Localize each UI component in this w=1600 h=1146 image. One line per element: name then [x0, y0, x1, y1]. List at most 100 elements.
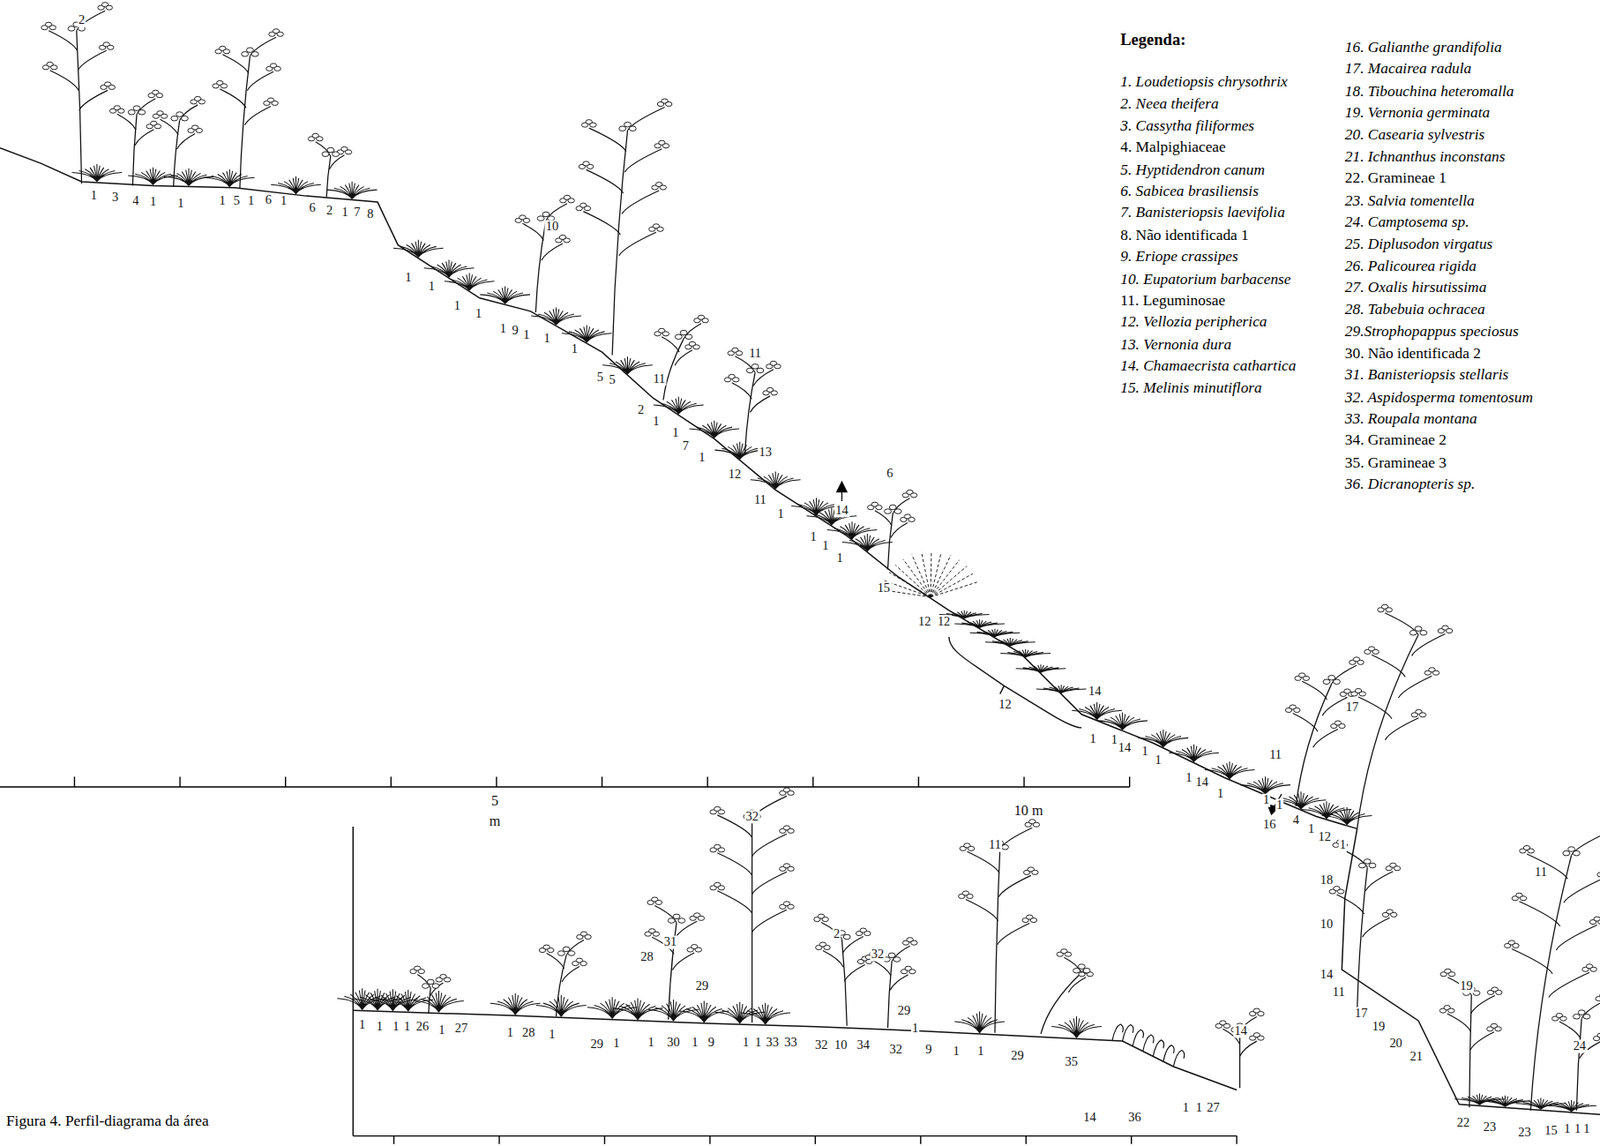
scale-tick: [814, 1136, 816, 1144]
legend-entry: 1. Loudetiopsis chrysothrix: [1120, 71, 1340, 94]
fern-frond: [1122, 1024, 1134, 1042]
callout-number: 2: [77, 14, 87, 27]
shrub-branch: [619, 231, 657, 256]
grass-tuft: [127, 167, 179, 186]
callout-number: 11: [651, 372, 666, 385]
scale-tick: [390, 776, 392, 787]
callout-number: 1: [1562, 1121, 1572, 1135]
callout-number: 4: [1291, 814, 1301, 827]
callout-number: 1: [1153, 754, 1163, 767]
shrub-branch: [732, 382, 753, 400]
legend-column: 16. Galianthe grandifolia17. Macairea ra…: [1345, 37, 1595, 496]
leaf: [967, 845, 974, 851]
callout-number: 1: [776, 508, 786, 521]
leaf: [276, 31, 284, 37]
leaf: [563, 238, 570, 243]
shrub-branch: [586, 169, 624, 194]
leaf: [583, 206, 591, 211]
leaf: [864, 931, 871, 936]
leaf: [1519, 896, 1526, 901]
grass-tuft: [688, 420, 740, 439]
legend-entry: 25. Diplusodon virgatus: [1345, 233, 1595, 256]
leaf: [680, 329, 688, 336]
legend-column: 1. Loudetiopsis chrysothrix2. Neea theif…: [1120, 71, 1340, 399]
callout-number: 5: [232, 194, 242, 208]
shrub-branch: [589, 127, 627, 152]
bracket: [949, 636, 1082, 728]
callout-number: 27: [1205, 1100, 1221, 1114]
callout-number: 15: [875, 581, 891, 594]
callout-number: 1: [570, 342, 580, 355]
leaf: [241, 52, 249, 58]
leaf: [1338, 723, 1346, 728]
callout-number: 14: [1082, 1111, 1098, 1124]
leaf: [1597, 1032, 1600, 1038]
leaf: [107, 44, 114, 50]
legend-entry: 7. Banisteriopsis laevifolia: [1120, 202, 1340, 225]
grass-tuft: [1051, 1016, 1102, 1038]
leaf: [1357, 659, 1364, 665]
leaf: [1495, 1026, 1502, 1032]
grass-tuft: [679, 1000, 730, 1022]
leaf: [624, 121, 632, 128]
leaf: [1368, 862, 1376, 868]
leaf: [568, 198, 575, 203]
grass-tuft: [413, 990, 464, 1012]
callout-number: 1: [217, 194, 227, 208]
shrub-branch: [1362, 917, 1391, 937]
leaf: [332, 151, 340, 158]
callout-number: 9: [707, 1035, 717, 1048]
leaf: [1432, 670, 1439, 675]
shrub-branch: [1511, 948, 1553, 973]
vellozia-leaf: [912, 554, 931, 598]
leaf: [1512, 942, 1519, 948]
leaf: [1031, 869, 1039, 875]
callout-number: 1: [1181, 1100, 1191, 1114]
legend-entry: 21. Ichnanthus inconstans: [1345, 145, 1595, 168]
shrub-branch: [583, 211, 621, 236]
leaf: [774, 364, 781, 369]
scale-tick: [918, 776, 920, 787]
callout-number: 24: [1571, 1039, 1587, 1053]
legend-entry: 6. Sabicea brasiliensis: [1120, 180, 1340, 203]
shrub-branch: [1471, 994, 1496, 1013]
leaf: [910, 493, 917, 498]
callout-number: 1: [453, 299, 463, 313]
scale-label: 10 m: [1013, 804, 1045, 819]
callout-number: 10: [544, 220, 560, 233]
vellozia-leaf: [903, 559, 931, 598]
leaf: [271, 100, 278, 105]
callout-number: 7: [352, 205, 362, 218]
callout-number: 3: [111, 190, 120, 203]
shrub-branch: [1398, 675, 1433, 698]
callout-number: 31: [663, 935, 679, 949]
shrub-branch: [717, 852, 752, 875]
callout-number: 1: [671, 426, 681, 439]
grass-tuft: [1036, 684, 1087, 693]
grass-tuft: [164, 168, 215, 187]
leaf: [138, 109, 146, 115]
callout-number: 32: [870, 947, 886, 960]
legend-entry: 15. Melinis minutiflora: [1120, 377, 1340, 400]
legend-entry: 2. Neea theifera: [1120, 93, 1340, 116]
leaf: [171, 115, 179, 121]
shrub-stem: [535, 220, 546, 313]
leaf: [1597, 872, 1600, 877]
callout-number: 32: [814, 1038, 830, 1051]
leaf: [251, 52, 259, 58]
leaf: [732, 377, 740, 382]
leaf: [787, 790, 794, 795]
leaf: [1419, 712, 1426, 718]
callout-number: 1: [246, 194, 256, 208]
grass-tuft: [613, 997, 664, 1019]
legend-entry: 32. Aspidosperma tomentosum: [1345, 386, 1595, 409]
scale-tick: [1130, 1136, 1132, 1144]
callout-number: 27: [454, 1022, 470, 1035]
leaf: [1448, 1008, 1455, 1013]
legend-entry: 34. Gramineae 2: [1345, 429, 1595, 452]
leaf: [1448, 971, 1455, 977]
callout-number: 1: [690, 1035, 700, 1048]
leaf: [105, 5, 113, 10]
callout-number: 1: [1195, 1100, 1204, 1114]
leaf: [580, 961, 587, 966]
